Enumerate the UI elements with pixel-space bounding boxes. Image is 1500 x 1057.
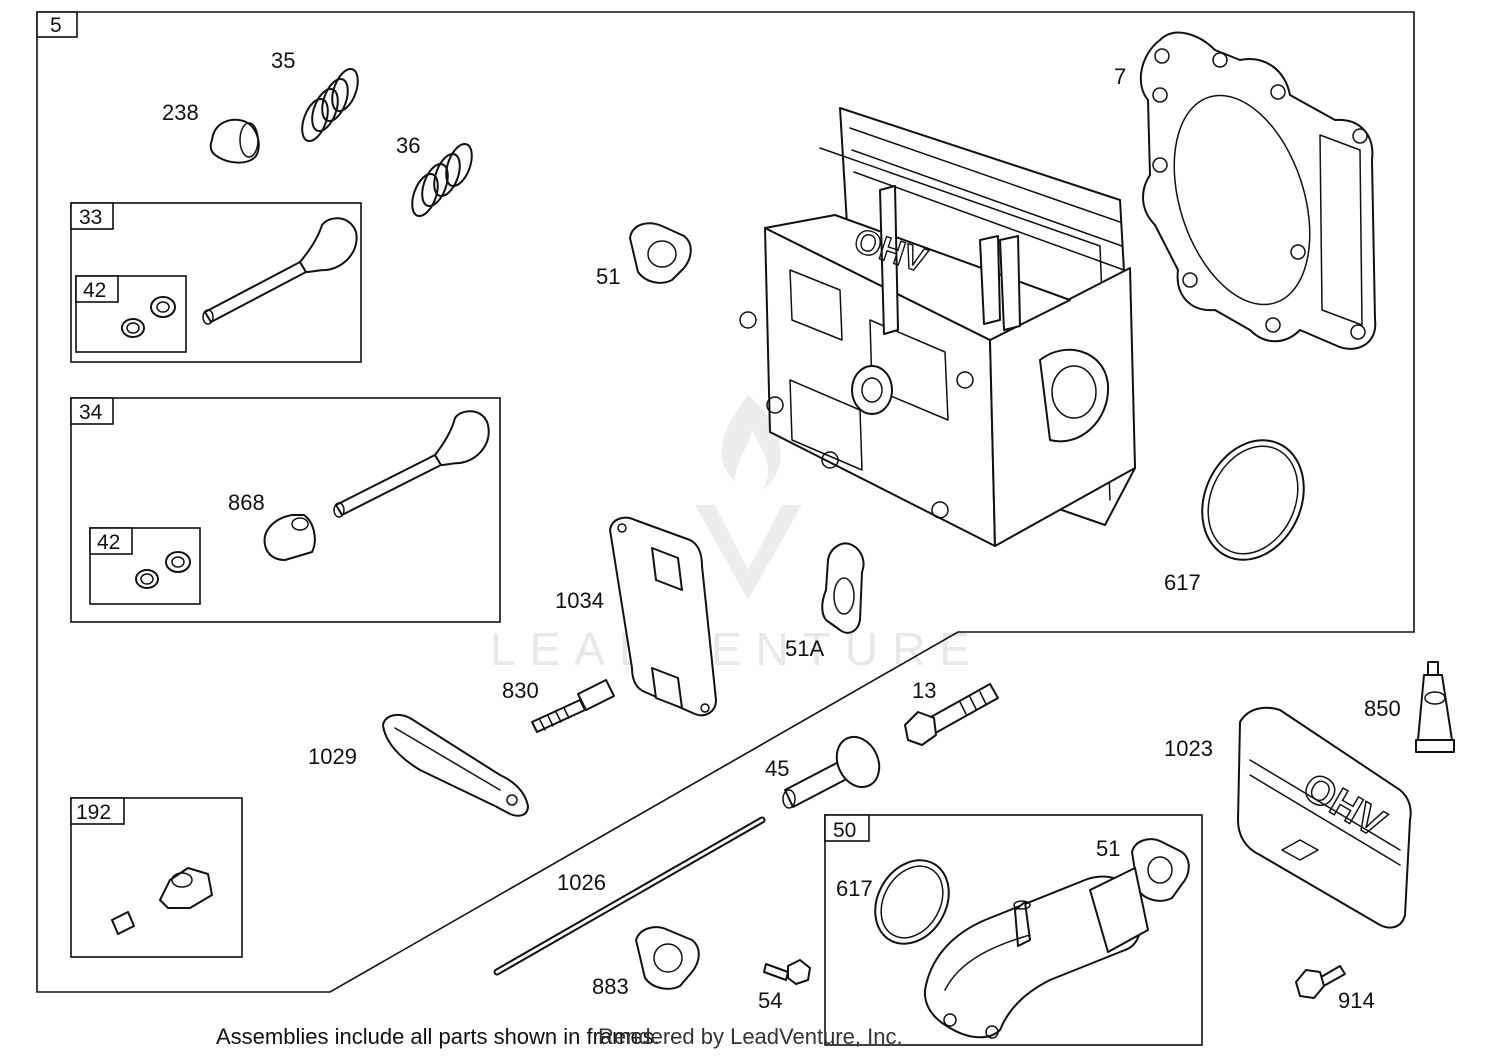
part-1023-rocker-cover[interactable]: OHV	[1237, 706, 1412, 929]
part-33-intake-valve[interactable]	[202, 217, 358, 325]
frame-42-a-tab	[75, 275, 119, 303]
part-13-head-bolt[interactable]	[904, 683, 999, 746]
frame-42-b-tab	[89, 527, 133, 555]
part-45-guide[interactable]	[782, 730, 887, 809]
callout-33: 33	[79, 206, 102, 229]
part-850-sealant-tube[interactable]	[1415, 661, 1455, 753]
callout-192: 192	[76, 801, 111, 824]
part-883-gasket[interactable]	[635, 926, 700, 990]
frame-33-tab	[70, 202, 114, 230]
callout-51-intake: 51	[1096, 836, 1120, 861]
part-1026-push-rod[interactable]	[493, 816, 766, 976]
frame-5-tab	[36, 11, 78, 38]
part-51-gasket-intake[interactable]	[1131, 838, 1190, 902]
callout-1026: 1026	[557, 870, 606, 895]
frame-33	[70, 202, 362, 363]
frame-50	[824, 814, 1203, 1046]
part-1034-rocker-gasket[interactable]	[609, 516, 717, 717]
callout-238: 238	[162, 100, 199, 125]
part-cylinder-head[interactable]: OHV	[739, 107, 1136, 547]
callout-51A: 51A	[785, 636, 824, 661]
part-51A-gasket[interactable]	[821, 542, 865, 634]
callout-1023: 1023	[1164, 736, 1213, 761]
callout-54: 54	[758, 988, 782, 1013]
part-51-gasket-top[interactable]	[629, 222, 692, 284]
callout-45: 45	[765, 756, 789, 781]
callout-1029: 1029	[308, 744, 357, 769]
part-34-exhaust-valve[interactable]	[333, 410, 490, 518]
part-617-o-ring-top[interactable]	[1183, 424, 1322, 577]
part-42-keepers-b[interactable]	[135, 551, 191, 589]
callout-1034: 1034	[555, 588, 604, 613]
part-868-valve-seal[interactable]	[263, 514, 316, 561]
callout-883: 883	[592, 974, 629, 999]
part-1029-rocker-arm[interactable]	[382, 713, 529, 817]
frame-5-outline	[36, 11, 1415, 993]
frame-192	[70, 797, 243, 958]
callout-36: 36	[396, 133, 420, 158]
part-42-keepers-a[interactable]	[121, 296, 176, 338]
frame-34-tab	[70, 397, 114, 425]
frame-50-tab	[824, 814, 870, 842]
callout-35: 35	[271, 48, 295, 73]
part-617-o-ring-intake[interactable]	[861, 847, 964, 957]
assembly-footnote: Assemblies include all parts shown in fr…	[216, 1024, 660, 1049]
callout-868: 868	[228, 490, 265, 515]
part-7-head-gasket[interactable]	[1139, 31, 1377, 350]
callout-50: 50	[833, 819, 856, 842]
frame-192-tab	[70, 797, 125, 825]
render-credit: Rendered by LeadVenture, Inc.	[598, 1024, 903, 1049]
watermark-text: LEADVENTURE	[490, 623, 984, 675]
part-914-screw[interactable]	[1295, 965, 1346, 999]
part-830-rocker-stud[interactable]	[531, 679, 615, 733]
callout-42-b: 42	[97, 531, 120, 554]
callout-617-intake: 617	[836, 876, 873, 901]
callout-13: 13	[912, 678, 936, 703]
part-35-valve-spring[interactable]	[297, 66, 363, 145]
part-54-screw[interactable]	[763, 959, 811, 985]
frame-42-b	[89, 527, 201, 605]
callout-7: 7	[1114, 64, 1126, 89]
callout-914: 914	[1338, 988, 1375, 1013]
callout-51-top: 51	[596, 264, 620, 289]
callout-850: 850	[1364, 696, 1401, 721]
part-192-plug-assembly[interactable]	[111, 867, 213, 935]
leadventure-watermark: LEADVENTURE	[490, 395, 984, 675]
part-238-valve-cap[interactable]	[209, 118, 260, 164]
callout-5: 5	[50, 14, 62, 37]
callout-830: 830	[502, 678, 539, 703]
frame-34	[70, 397, 501, 623]
callout-617-top: 617	[1164, 570, 1201, 595]
callout-34: 34	[79, 401, 103, 424]
part-50-intake-manifold[interactable]	[923, 867, 1149, 1039]
part-36-valve-spring[interactable]	[407, 141, 477, 220]
callout-42-a: 42	[83, 279, 106, 302]
frame-42-a	[75, 275, 187, 353]
